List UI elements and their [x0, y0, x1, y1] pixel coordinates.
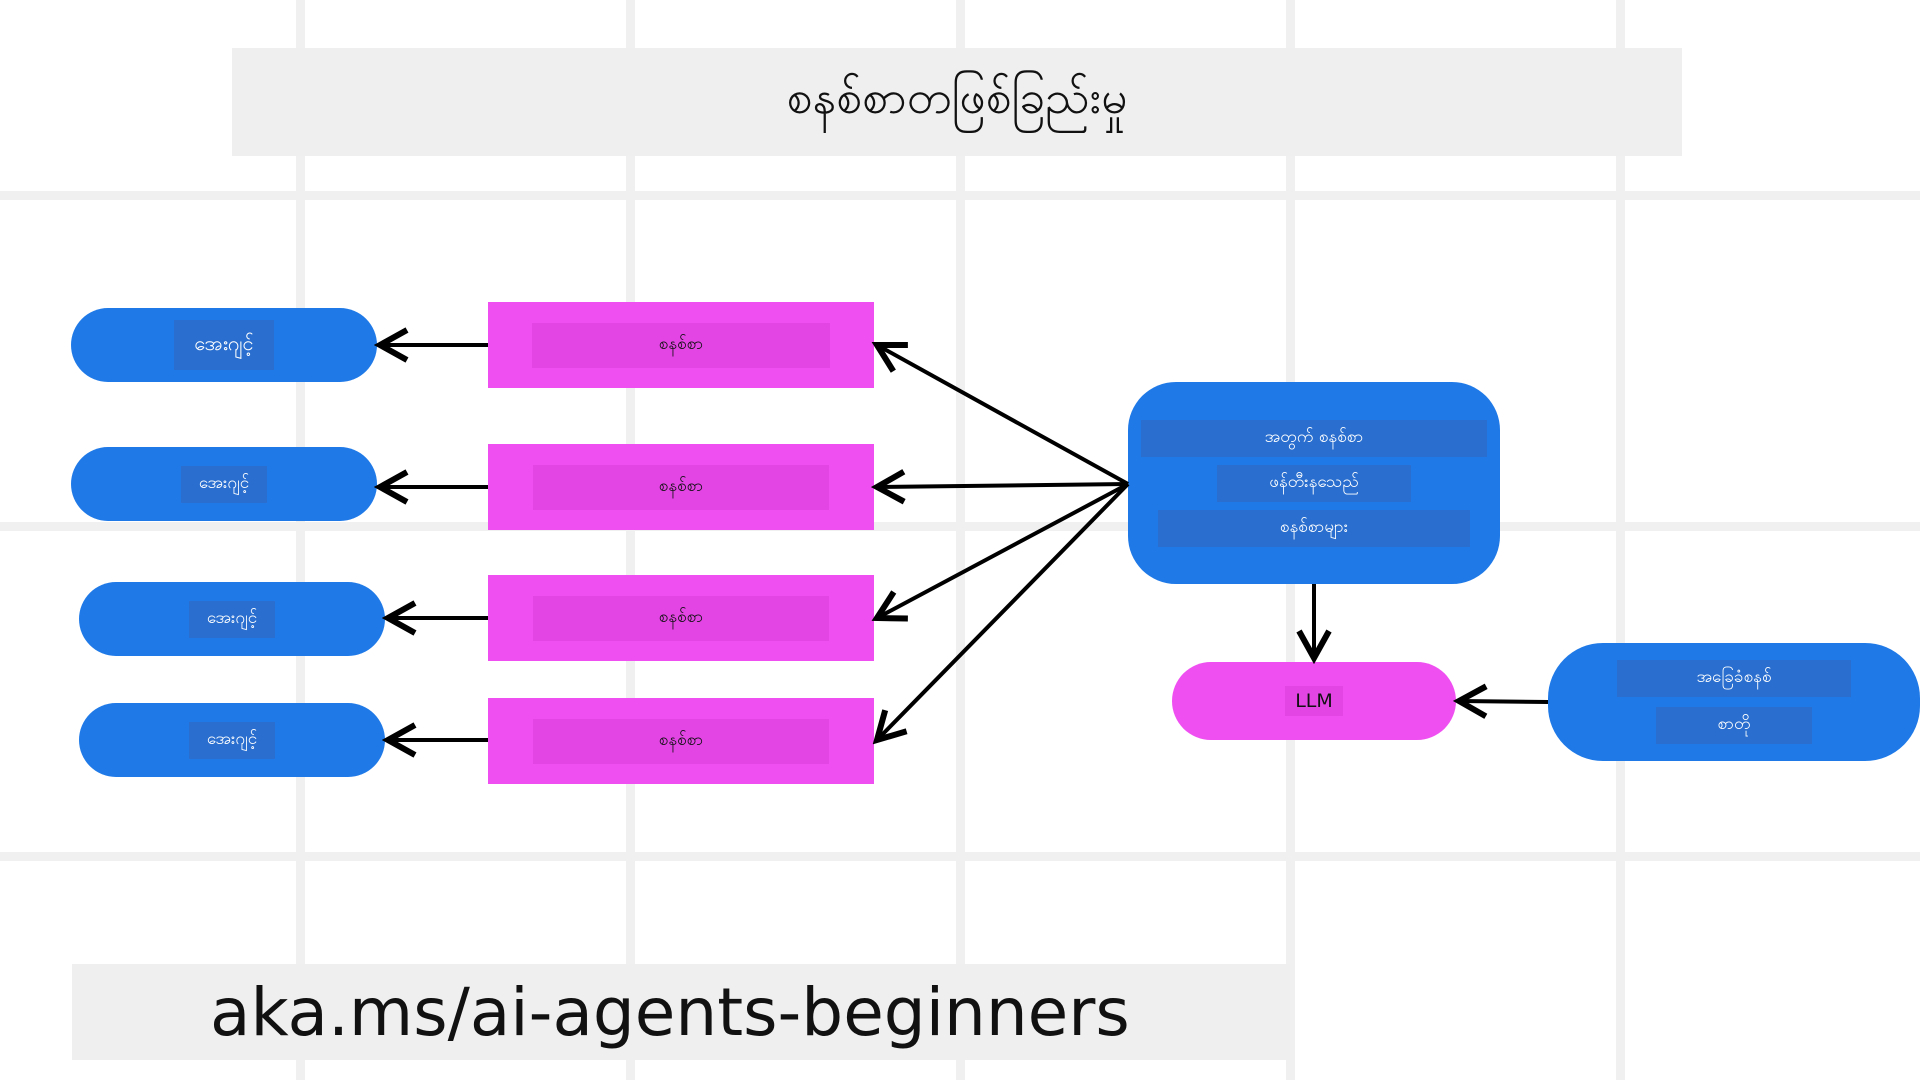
agent-label: အေးဂျင့်: [188, 721, 276, 759]
prompt-generator-node: အတွက် စနစ်စာ ဖန်တီးနသေည် စနစ်စာများ: [1128, 382, 1500, 584]
grid-line: [296, 0, 305, 1080]
arrow-generator-prompt1: [877, 345, 1129, 486]
grid-line: [956, 0, 965, 1080]
arrow-generator-prompt2: [877, 484, 1129, 487]
meta-prompt-line: အခြေခံစနစ်: [1617, 660, 1851, 697]
course-url[interactable]: aka.ms/ai-agents-beginners: [210, 973, 1130, 1051]
system-prompt-node-1: စနစ်စာ: [488, 302, 874, 388]
grid-line: [0, 852, 1920, 861]
system-prompt-node-4: စနစ်စာ: [488, 698, 874, 784]
arrow-generator-prompt4: [877, 482, 1130, 740]
generator-line: အတွက် စနစ်စာ: [1141, 419, 1487, 457]
system-prompt-node-2: စနစ်စာ: [488, 444, 874, 530]
url-banner: aka.ms/ai-agents-beginners: [72, 964, 1290, 1060]
arrow-generator-prompt3: [877, 482, 1129, 618]
agent-node-2: အေးဂျင့်: [71, 447, 377, 521]
agent-node-1: အေးဂျင့်: [71, 308, 377, 382]
llm-label: LLM: [1285, 686, 1343, 716]
system-prompt-node-3: စနစ်စာ: [488, 575, 874, 661]
page-title: စနစ်စာတဖြစ်ခြည်းမှု: [786, 69, 1128, 124]
grid-line: [0, 191, 1920, 200]
grid-line: [626, 0, 635, 1080]
agent-label: အေးဂျင့်: [188, 600, 276, 638]
system-prompt-label: စနစ်စာ: [532, 322, 830, 368]
generator-line: စနစ်စာများ: [1158, 509, 1470, 547]
agent-node-4: အေးဂျင့်: [79, 703, 385, 777]
system-prompt-label: စနစ်စာ: [533, 718, 829, 764]
system-prompt-label: စနစ်စာ: [533, 595, 829, 641]
meta-prompt-node: အခြေခံစနစ် စာတို: [1548, 643, 1920, 761]
title-banner: စနစ်စာတဖြစ်ခြည်းမှု: [232, 48, 1682, 156]
arrow-metaprompt-llm: [1459, 701, 1549, 702]
llm-node: LLM: [1172, 662, 1456, 740]
grid-line: [0, 522, 1920, 531]
system-prompt-label: စနစ်စာ: [533, 464, 829, 510]
agent-node-3: အေးဂျင့်: [79, 582, 385, 656]
agent-label: အေးဂျင့်: [180, 465, 268, 503]
agent-label: အေးဂျင့်: [174, 320, 274, 370]
grid-line: [1616, 0, 1625, 1080]
meta-prompt-line: စာတို: [1656, 707, 1812, 744]
generator-line: ဖန်တီးနသေည်: [1217, 464, 1411, 502]
